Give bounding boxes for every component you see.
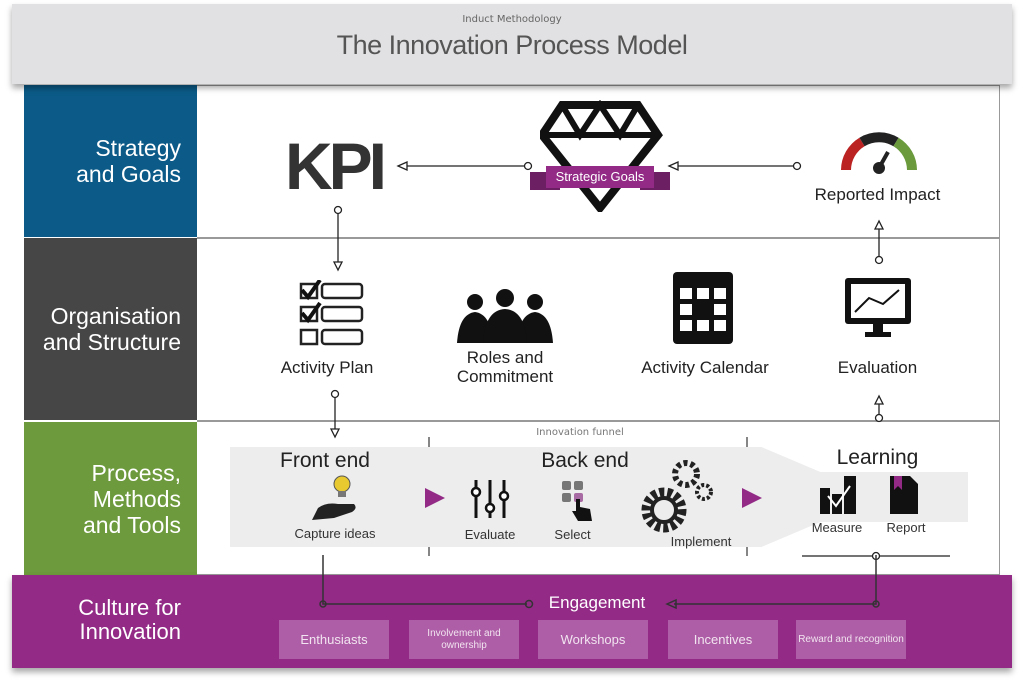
capture-ideas-label: Capture ideas <box>294 526 376 541</box>
workshops-box: Workshops <box>538 620 648 659</box>
activity-calendar-label: Activity Calendar <box>641 358 769 377</box>
row-label-organisation: Organisation and Structure <box>24 238 197 420</box>
engagement-label: Engagement <box>548 593 646 612</box>
subtitle: Induct Methodology <box>462 14 562 25</box>
reward-recognition-box: Reward and recognition <box>796 620 906 659</box>
gears-icon <box>641 460 713 533</box>
evaluation-label: Evaluation <box>837 358 918 377</box>
header: Induct Methodology The Innovation Proces… <box>12 4 1012 84</box>
checklist-icon <box>299 280 364 346</box>
implement-label: Implement <box>670 534 732 549</box>
activity-plan-label: Activity Plan <box>280 358 374 377</box>
learning-label: Learning <box>836 446 919 469</box>
measure-chart-icon <box>820 476 856 514</box>
select-touch-icon <box>562 481 592 521</box>
label-text: Organisation and Structure <box>42 303 181 355</box>
page-title: The Innovation Process Model <box>336 30 688 60</box>
team-icon <box>457 289 553 343</box>
report-label: Report <box>886 520 926 535</box>
culture-label: Culture for Innovation <box>24 593 197 647</box>
arrow-play-icon <box>425 488 445 508</box>
monitor-chart-icon <box>845 278 911 337</box>
label-text: Culture for Innovation <box>78 595 181 644</box>
label-text: Strategy and Goals <box>76 135 181 187</box>
sliders-icon <box>470 480 510 518</box>
kpi-label: KPI <box>285 129 387 203</box>
involvement-box: Involvement and ownership <box>409 620 519 659</box>
row-label-process: Process, Methods and Tools <box>24 422 197 575</box>
arrow-play-icon <box>742 488 762 508</box>
row-label-strategy: Strategy and Goals <box>24 85 197 237</box>
innovation-funnel-label: Innovation funnel <box>536 427 624 438</box>
front-end-label: Front end <box>280 449 370 472</box>
label-text: Process, Methods and Tools <box>82 459 181 538</box>
lightbulb-hand-icon <box>312 475 356 520</box>
enthusiasts-box: Enthusiasts <box>279 620 389 659</box>
reported-impact-label: Reported Impact <box>814 185 941 204</box>
strategic-goals-ribbon: Strategic Goals <box>530 166 670 190</box>
calendar-icon <box>673 272 733 344</box>
engagement-connectors <box>319 555 880 610</box>
back-end-label: Back end <box>541 449 629 472</box>
gauge-icon <box>841 132 917 174</box>
strategic-goals-label: Strategic Goals <box>546 166 654 188</box>
diamond-icon <box>540 100 663 212</box>
incentives-box: Incentives <box>668 620 778 659</box>
evaluate-label: Evaluate <box>464 527 516 542</box>
roles-commitment-label: Roles and Commitment <box>456 348 554 386</box>
report-document-icon <box>890 476 918 514</box>
measure-label: Measure <box>811 520 863 535</box>
select-label: Select <box>554 527 591 542</box>
culture-band: Culture for Innovation Engagement Enthus… <box>12 555 1012 668</box>
